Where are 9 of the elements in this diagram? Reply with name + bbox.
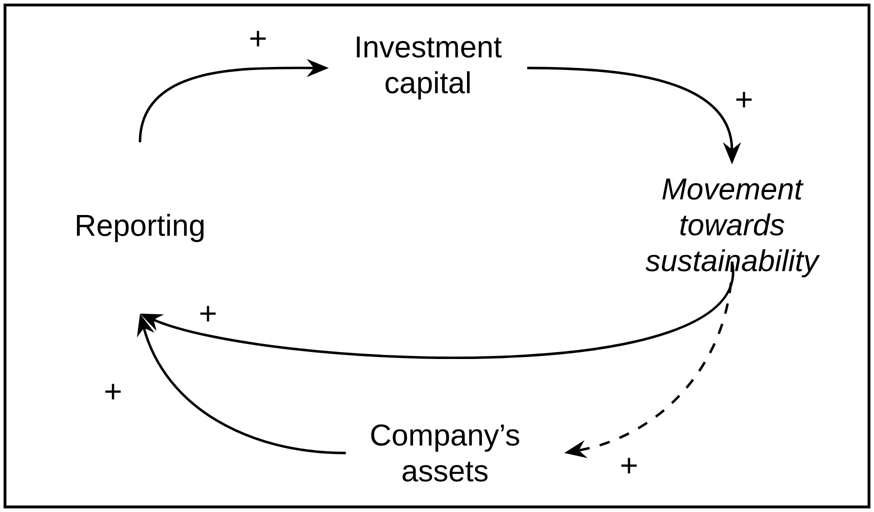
edge-label: + bbox=[616, 454, 642, 480]
node-label: Reporting bbox=[76, 214, 204, 242]
edge-label: + bbox=[731, 88, 757, 114]
edge-label: + bbox=[100, 380, 126, 406]
node-label: Movement towards sustainability bbox=[646, 178, 820, 278]
edge-label: + bbox=[245, 27, 271, 53]
edge-label: + bbox=[195, 302, 221, 328]
node-label: Investment capital bbox=[356, 36, 502, 100]
node-label: Company’s assets bbox=[371, 424, 520, 482]
